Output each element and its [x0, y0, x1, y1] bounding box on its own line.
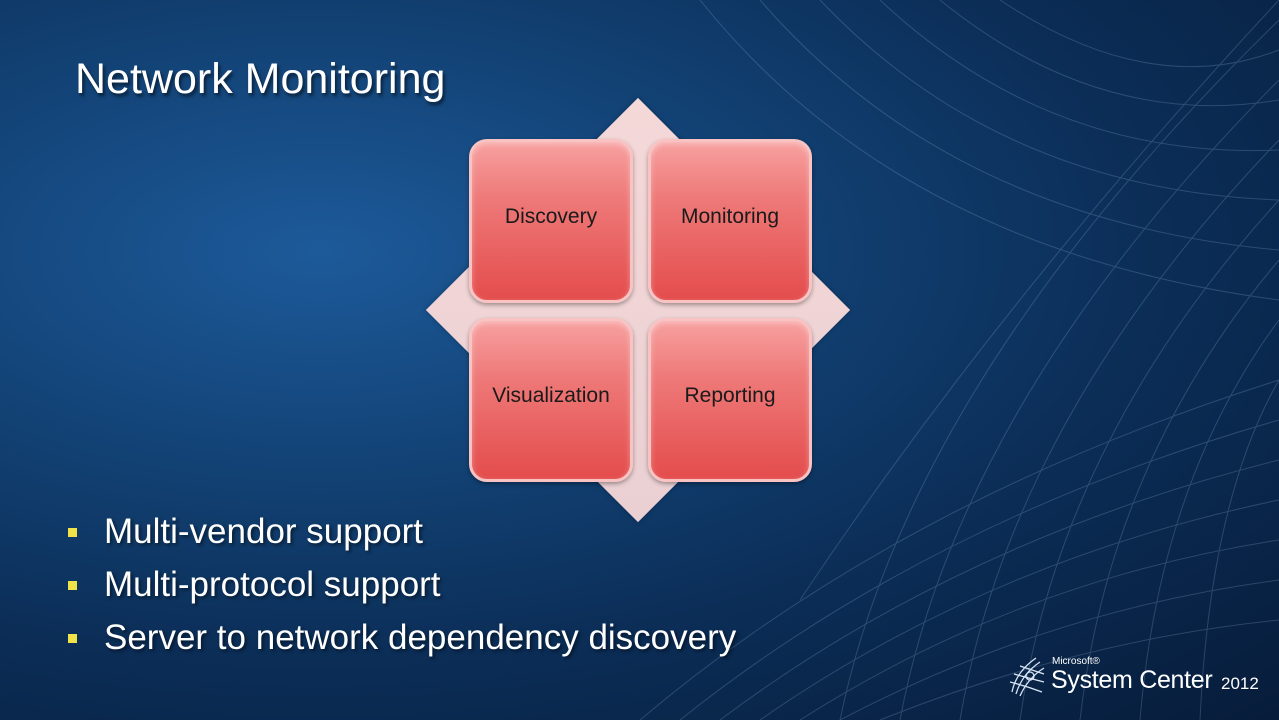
slide-title: Network Monitoring: [75, 55, 446, 103]
bullet-item: Multi-protocol support: [66, 558, 736, 611]
matrix-cell-monitoring: Monitoring: [648, 139, 812, 303]
matrix-cell-visualization: Visualization: [469, 318, 633, 482]
logo-year: 2012: [1221, 674, 1259, 693]
system-center-logo-icon: [1009, 657, 1045, 697]
cell-label: Discovery: [504, 205, 598, 228]
bullet-list: Multi-vendor support Multi-protocol supp…: [66, 505, 736, 664]
matrix-cell-discovery: Discovery: [469, 139, 633, 303]
matrix-cell-reporting: Reporting: [648, 318, 812, 482]
logo-brand: Microsoft®: [1052, 656, 1100, 667]
bullet-marker-icon: [68, 528, 77, 537]
system-center-logo: Microsoft® System Center 2012: [1006, 652, 1266, 700]
cell-label: Visualization: [492, 384, 610, 407]
cell-label: Reporting: [684, 384, 776, 407]
bullet-text: Server to network dependency discovery: [104, 618, 737, 657]
bullet-text: Multi-protocol support: [104, 565, 441, 604]
bullet-marker-icon: [68, 581, 77, 590]
bullet-item: Server to network dependency discovery: [66, 611, 736, 664]
logo-product: System Center: [1051, 666, 1213, 694]
bullet-text: Multi-vendor support: [104, 512, 424, 551]
cell-label: Monitoring: [680, 205, 780, 228]
bullet-marker-icon: [68, 634, 77, 643]
bullet-item: Multi-vendor support: [66, 505, 736, 558]
